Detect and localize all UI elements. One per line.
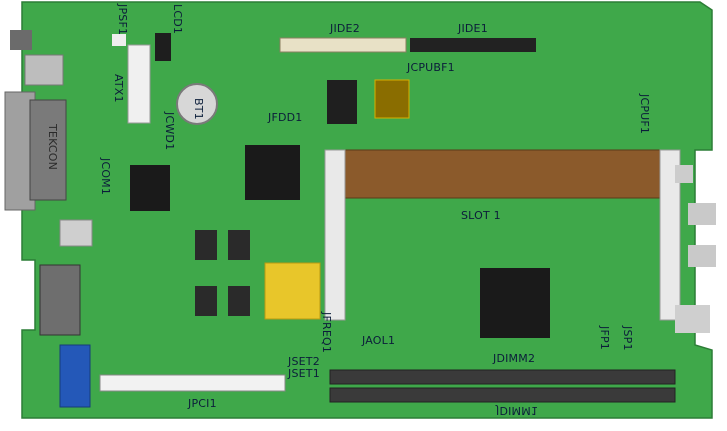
label-jfp1: JFP1	[598, 326, 611, 351]
jpci1-slot	[99, 374, 286, 392]
gold-package	[264, 262, 321, 320]
chipset-north	[327, 80, 357, 124]
audio-jack-2	[688, 245, 716, 267]
jide2-connector	[279, 37, 407, 53]
label-jaol1: JAOL1	[362, 334, 396, 347]
label-jfdd1: JFDD1	[268, 111, 303, 124]
jdimm1-slot	[329, 387, 676, 403]
cpu-fan-connector	[675, 165, 693, 183]
label-jdimm2: JDIMM2	[493, 352, 536, 365]
atx1-connector	[127, 44, 151, 124]
lcd1-connector	[155, 33, 171, 61]
label-jset2: JSET2	[288, 355, 320, 368]
jdimm2-slot	[329, 369, 676, 385]
label-jide2: JIDE2	[330, 22, 360, 35]
label-jpsf1: JPSF1	[116, 4, 129, 36]
cpu-socket-chip	[245, 145, 300, 200]
label-jset1: JSET1	[288, 367, 320, 380]
label-jcpubf1: JCPUBF1	[407, 61, 455, 74]
label-jfreq1: JFREQ1	[320, 312, 333, 354]
sdram-chip-3	[195, 286, 217, 316]
slot1	[344, 149, 661, 199]
label-jcwd1: JCWD1	[163, 112, 176, 151]
com-port	[39, 264, 81, 336]
sdram-chip-1	[195, 230, 217, 260]
battery-bt1	[176, 83, 218, 125]
label-slot1: SLOT 1	[461, 209, 501, 222]
label-jide1: JIDE1	[458, 22, 488, 35]
jpsf1-connector	[112, 34, 126, 46]
tekcon-connector	[29, 99, 67, 201]
usb-right	[675, 305, 710, 333]
label-jdimm1: JDIMM1	[496, 404, 539, 417]
vga-port	[59, 344, 91, 408]
label-atx1: ATX1	[112, 74, 125, 103]
sdram-chip-2	[228, 230, 250, 260]
audio-jack-1	[688, 203, 716, 225]
slot1-right-guide	[659, 149, 681, 321]
sdram-chip-4	[228, 286, 250, 316]
pcb-board	[21, 1, 713, 419]
label-jsp1: JSP1	[621, 326, 634, 351]
bios-chip	[374, 79, 410, 119]
jide1-connector	[410, 38, 536, 52]
lan-port	[59, 219, 93, 247]
io-chip	[130, 165, 170, 211]
label-jpci1: JPCI1	[188, 397, 217, 410]
slot1-left-guide	[324, 149, 346, 321]
label-jcom1: JCOM1	[99, 158, 112, 196]
label-jcpuf1: JCPUF1	[638, 94, 651, 135]
label-tekcon: TEKCON	[46, 124, 59, 171]
label-lcd1: LCD1	[171, 4, 184, 35]
super-io-chip	[480, 268, 550, 338]
usb-port	[24, 54, 64, 86]
label-bt1: BT1	[192, 98, 205, 120]
audio-port	[10, 30, 32, 50]
